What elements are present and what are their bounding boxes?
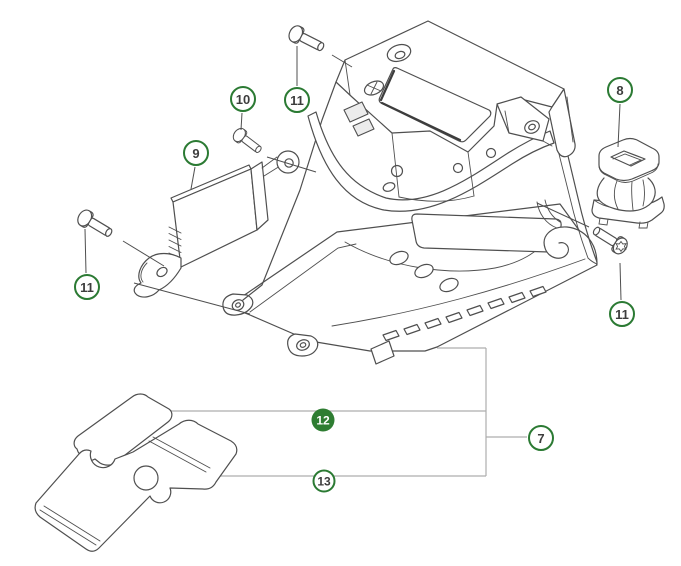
- mounting-lug-front: [287, 333, 319, 357]
- screw-drawing-top: [285, 22, 328, 56]
- curved-arm: [307, 101, 555, 212]
- right-cradle: [536, 199, 598, 265]
- screw-drawing-left: [74, 206, 116, 242]
- chassis-housing-drawing: [222, 20, 598, 365]
- torx-recess: [615, 240, 627, 253]
- mounting-lug-left: [222, 293, 254, 316]
- callout-leader-lines: [84, 46, 622, 301]
- callout-7[interactable]: 7: [528, 425, 554, 451]
- callout-12[interactable]: 12: [311, 408, 335, 432]
- tray-floor-holes: [389, 250, 459, 293]
- front-rail-slots: [382, 285, 547, 342]
- vent-oval: [363, 80, 385, 96]
- left-wall-edge: [242, 81, 337, 301]
- callout-10[interactable]: 10: [230, 86, 256, 112]
- right-wall: [548, 88, 598, 263]
- callout-13[interactable]: 13: [312, 469, 336, 493]
- top-boss: [386, 43, 412, 63]
- screw-axis-lines: [122, 54, 590, 315]
- lower-pad-drawing: [34, 419, 238, 552]
- pad-hole: [133, 465, 159, 491]
- top-window: [378, 67, 492, 143]
- plate-eyelet: [276, 150, 300, 174]
- guard-plate-drawing: [133, 150, 300, 298]
- callout-11-right[interactable]: 11: [609, 301, 635, 327]
- callout-11-top[interactable]: 11: [284, 87, 310, 113]
- front-block: [370, 340, 395, 365]
- callout-8[interactable]: 8: [607, 77, 633, 103]
- anti-vibration-mount-drawing: [591, 137, 665, 229]
- pivot-block: [496, 96, 553, 147]
- callout-9[interactable]: 9: [183, 140, 209, 166]
- screw-drawing-10: [230, 125, 265, 157]
- callout-11-left[interactable]: 11: [74, 274, 100, 300]
- rear-deck: [411, 213, 562, 253]
